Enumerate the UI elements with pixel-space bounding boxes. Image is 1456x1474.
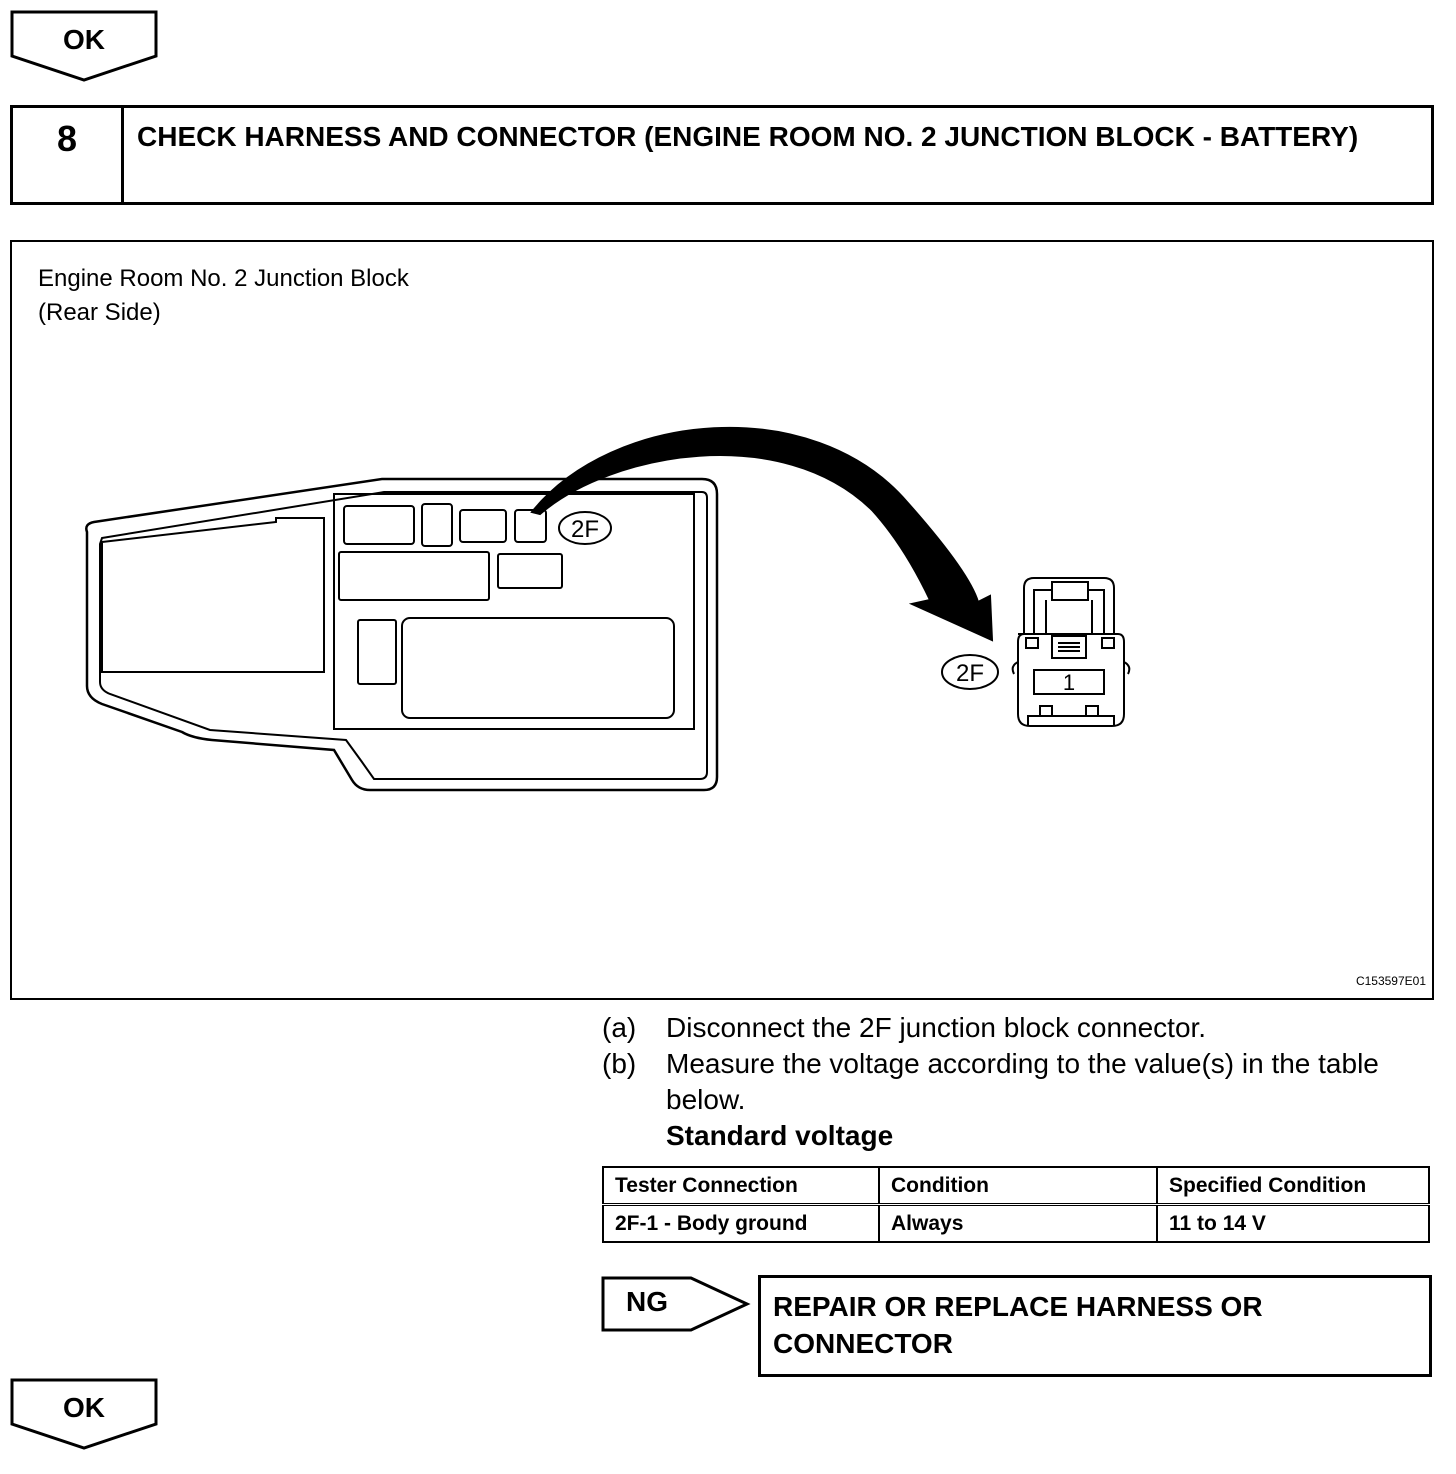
connector-tag-block: 2F bbox=[558, 511, 612, 545]
standard-voltage-label: Standard voltage bbox=[666, 1120, 894, 1151]
table-header-cell: Specified Condition bbox=[1156, 1166, 1430, 1206]
instruction-a: (a) Disconnect the 2F junction block con… bbox=[602, 1010, 1422, 1046]
instruction-b: (b) Measure the voltage according to the… bbox=[602, 1046, 1422, 1118]
table-cell: Always bbox=[878, 1203, 1158, 1243]
instruction-b-text: Measure the voltage according to the val… bbox=[666, 1048, 1379, 1115]
ng-result-arrow: NG bbox=[601, 1274, 751, 1336]
ng-arrow-shape bbox=[601, 1276, 751, 1332]
connector-2f-icon bbox=[1011, 577, 1131, 727]
table-header-cell: Tester Connection bbox=[602, 1166, 880, 1206]
connector-tag-detail-text: 2F bbox=[956, 660, 984, 687]
table-header-row: Tester Connection Condition Specified Co… bbox=[602, 1166, 1430, 1206]
connector-pin-number: 1 bbox=[1063, 670, 1075, 695]
step-header: 8 CHECK HARNESS AND CONNECTOR (ENGINE RO… bbox=[10, 105, 1434, 205]
standard-voltage-table: Tester Connection Condition Specified Co… bbox=[602, 1166, 1430, 1243]
ok-result-arrow-bottom: OK bbox=[10, 1378, 158, 1450]
ok-result-arrow-top: OK bbox=[10, 10, 158, 82]
junction-block-diagram: 2F 2F 1 bbox=[85, 426, 1131, 792]
step-title: CHECK HARNESS AND CONNECTOR (ENGINE ROOM… bbox=[137, 121, 1359, 152]
table-row: 2F-1 - Body ground Always 11 to 14 V bbox=[602, 1203, 1430, 1243]
table-header-cell: Condition bbox=[878, 1166, 1158, 1206]
figure-code: C153597E01 bbox=[1355, 974, 1426, 988]
figure-caption-line2: (Rear Side) bbox=[38, 299, 161, 326]
table-cell: 11 to 14 V bbox=[1156, 1203, 1430, 1243]
ok-label-bottom: OK bbox=[63, 1392, 105, 1423]
ng-action-text: REPAIR OR REPLACE HARNESS OR CONNECTOR bbox=[773, 1291, 1263, 1359]
connector-tag-block-text: 2F bbox=[571, 516, 599, 543]
junction-block-figure: Engine Room No. 2 Junction Block (Rear S… bbox=[10, 240, 1434, 1000]
instruction-a-mark: (a) bbox=[602, 1012, 637, 1043]
connector-tag-detail: 2F bbox=[941, 654, 999, 690]
ng-action-box: REPAIR OR REPLACE HARNESS OR CONNECTOR bbox=[758, 1275, 1432, 1377]
ng-label: NG bbox=[626, 1286, 668, 1317]
instructions: (a) Disconnect the 2F junction block con… bbox=[602, 1010, 1422, 1154]
figure-caption: Engine Room No. 2 Junction Block (Rear S… bbox=[38, 262, 409, 330]
ok-arrow-shape bbox=[10, 10, 158, 82]
ok-arrow-shape bbox=[10, 1378, 158, 1450]
curved-arrow-icon bbox=[530, 426, 994, 642]
figure-caption-line1: Engine Room No. 2 Junction Block bbox=[38, 265, 409, 292]
connector-2f-location bbox=[514, 509, 547, 543]
instruction-b-mark: (b) bbox=[602, 1048, 637, 1079]
table-cell: 2F-1 - Body ground bbox=[602, 1203, 880, 1243]
instruction-a-text: Disconnect the 2F junction block connect… bbox=[666, 1012, 1207, 1043]
ok-label-top: OK bbox=[63, 24, 105, 55]
step-number: 8 bbox=[13, 108, 124, 202]
junction-block-outline bbox=[85, 477, 719, 792]
